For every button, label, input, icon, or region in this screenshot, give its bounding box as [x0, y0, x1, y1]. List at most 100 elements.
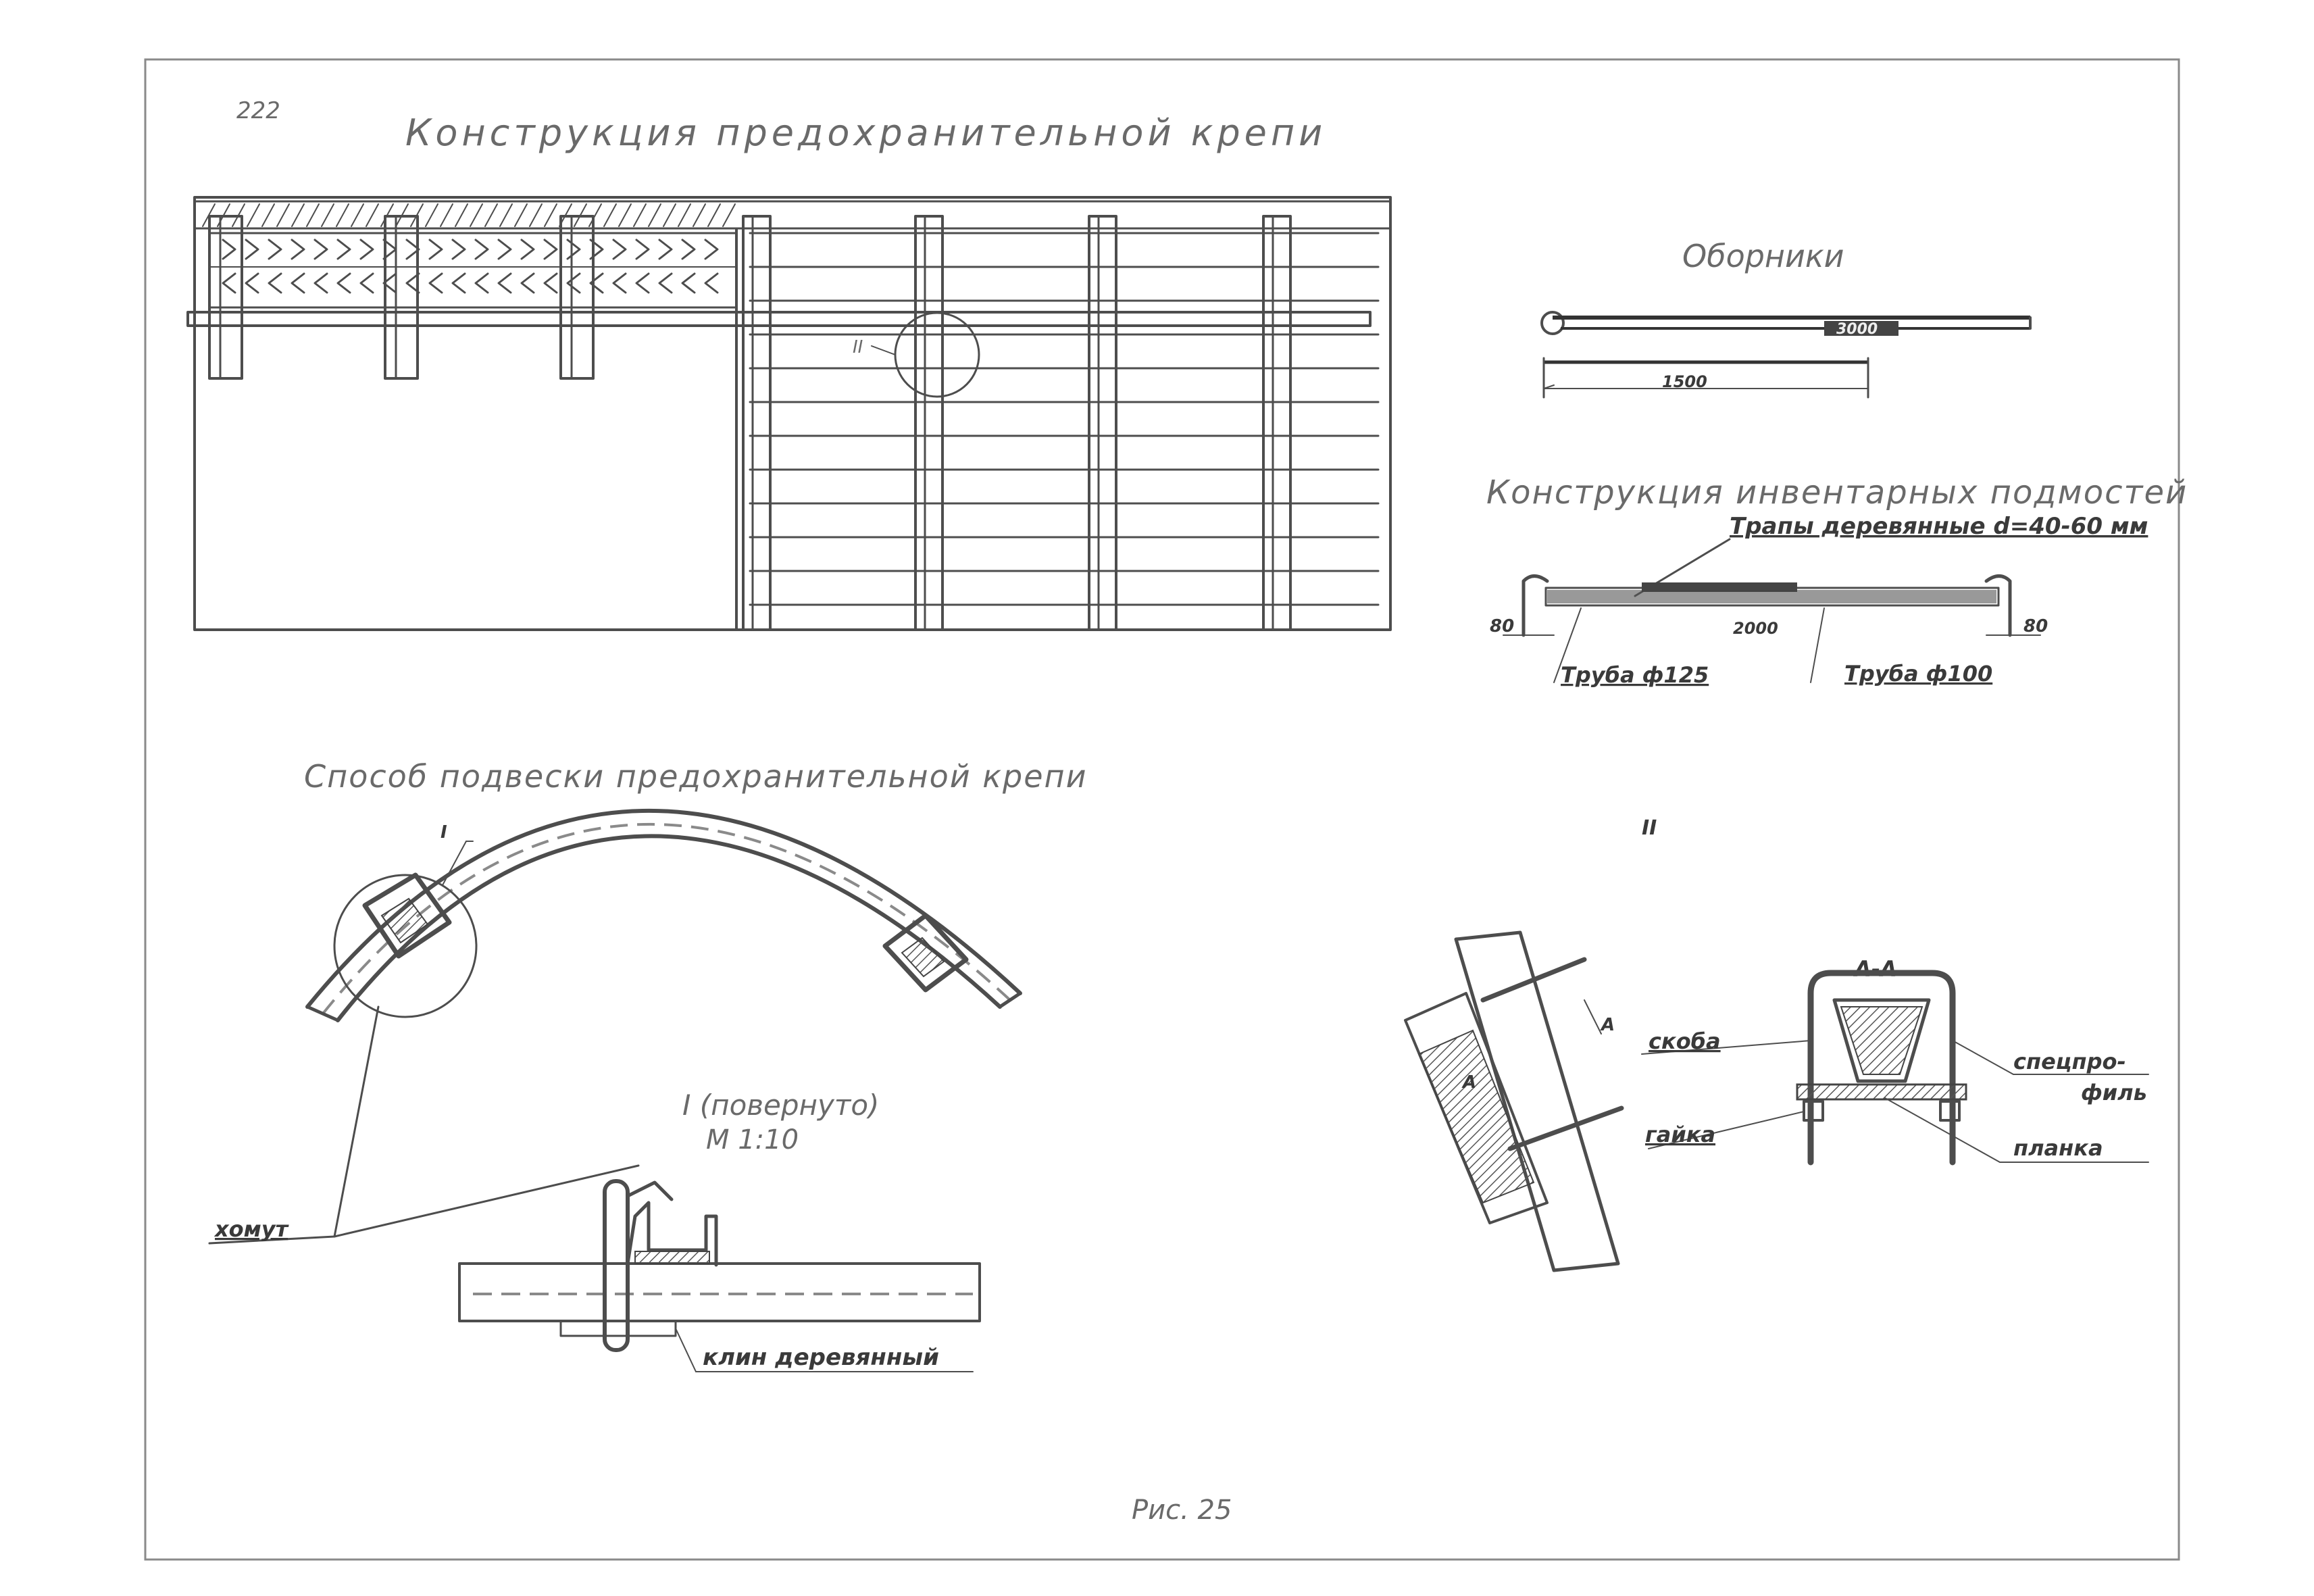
strip-hatch-line	[306, 203, 320, 227]
chevron	[658, 239, 673, 260]
strip-hatch-line	[722, 203, 736, 227]
support-elevation: II	[186, 196, 1392, 631]
tools-dim-short: 1500	[1662, 372, 1707, 391]
strip-hatch-line	[707, 203, 721, 227]
strip-hatch-line	[648, 203, 661, 227]
chevron	[336, 272, 351, 294]
strip-hatch-line	[678, 203, 691, 227]
chevron	[589, 272, 604, 294]
label-profile-2: филь	[2081, 1080, 2147, 1105]
scaffold-title: Конструкция инвентарных подмостей	[1486, 474, 2188, 512]
scaffold-block: Конструкция инвентарных подмостей Трапы …	[1486, 474, 2188, 688]
chevron	[566, 239, 581, 260]
chevron	[497, 239, 512, 260]
chevron	[245, 272, 259, 294]
detail-i-scale: М 1:10	[706, 1124, 799, 1155]
scaffold-label-pipe-b: Труба ф100	[1844, 661, 1992, 687]
arch-post	[1088, 215, 1117, 631]
chevron	[336, 239, 351, 260]
scaffold-label-timber: Трапы деревянные d=40-60 мм	[1730, 513, 2148, 540]
strip-hatch-line	[514, 203, 528, 227]
arch-post	[384, 215, 419, 380]
strip-hatch-line	[603, 203, 617, 227]
label-wedge: клин деревянный	[703, 1344, 939, 1371]
chevron	[359, 272, 374, 294]
strip-hatch-line	[440, 203, 453, 227]
strip-hatch-line	[470, 203, 483, 227]
strip-hatch-line	[247, 203, 260, 227]
top-strip-hatch	[202, 203, 736, 227]
chevron	[681, 239, 696, 260]
section-aa-label: А-А	[1853, 956, 1897, 982]
detail-ii-mark-a2: А	[1461, 1072, 1476, 1093]
chevron	[543, 272, 558, 294]
strip-hatch-line	[484, 203, 498, 227]
chevron	[474, 272, 489, 294]
scaffold-dim-left: 80	[1490, 616, 1514, 637]
chevron	[359, 239, 374, 260]
chevron	[497, 272, 512, 294]
scaffold-dim-right: 80	[2023, 616, 2048, 637]
elevation-callout-ii: II	[853, 337, 863, 357]
detail-ii-callout: II	[1642, 816, 1657, 840]
strip-hatch-line	[366, 203, 379, 227]
chevron	[428, 239, 443, 260]
tools-block: Оборники 3000 1500	[1540, 238, 2032, 399]
arch-post	[208, 215, 243, 380]
label-plate: планка	[2013, 1135, 2103, 1161]
sheet-frame	[144, 58, 2180, 1561]
detail-ii-mark-a1: А	[1600, 1015, 1615, 1035]
suspension-title: Способ подвески предохранительной крепи	[304, 758, 1088, 795]
strip-hatch-line	[455, 203, 468, 227]
chevron	[704, 239, 719, 260]
chevron	[612, 239, 627, 260]
chevron	[635, 272, 650, 294]
chevron	[566, 272, 581, 294]
chevron	[291, 272, 305, 294]
lagging-boards	[749, 232, 1380, 606]
chevron	[520, 272, 535, 294]
chevron	[405, 272, 420, 294]
strip-hatch-line	[351, 203, 364, 227]
suspension-block: Способ подвески предохранительной крепи …	[208, 758, 1088, 1372]
strip-hatch-line	[663, 203, 676, 227]
chevron	[313, 239, 328, 260]
strip-hatch-line	[276, 203, 290, 227]
chevron	[268, 272, 282, 294]
chevron	[612, 272, 627, 294]
strip-hatch-line	[633, 203, 647, 227]
scaffold-label-pipe-a: Труба ф125	[1561, 662, 1709, 688]
strip-hatch-line	[529, 203, 543, 227]
chevron	[635, 239, 650, 260]
arch-post	[914, 215, 944, 631]
strip-hatch-line	[261, 203, 275, 227]
chevron	[543, 239, 558, 260]
callout-circle-i	[333, 874, 478, 1018]
label-clamp: хомут	[213, 1216, 290, 1242]
strip-hatch-line	[588, 203, 602, 227]
chevron	[222, 272, 236, 294]
arch-post	[1262, 215, 1292, 631]
chevron	[245, 239, 259, 260]
label-nut: гайка	[1645, 1122, 1715, 1147]
chevron	[222, 239, 236, 260]
detail-ii-block: II А А А-А скоба гайка спецпро- филь пла…	[1404, 816, 2149, 1272]
scaffold-dim-span: 2000	[1733, 619, 1778, 638]
chevron	[520, 239, 535, 260]
tools-dim-long: 3000	[1836, 321, 1878, 338]
chevron	[474, 239, 489, 260]
strip-hatch-line	[336, 203, 349, 227]
strip-hatch-line	[544, 203, 557, 227]
page-title: Конструкция предохранительной крепи	[405, 111, 1326, 154]
arch-post	[559, 215, 595, 380]
chevron	[451, 272, 466, 294]
strip-hatch-line	[618, 203, 632, 227]
chevron	[268, 239, 282, 260]
label-profile-1: спецпро-	[2013, 1049, 2126, 1074]
tools-title: Оборники	[1682, 238, 1844, 274]
chevron	[681, 272, 696, 294]
arch-post	[742, 215, 772, 631]
chevron	[658, 272, 673, 294]
figure-caption: Рис. 25	[1132, 1495, 1232, 1526]
